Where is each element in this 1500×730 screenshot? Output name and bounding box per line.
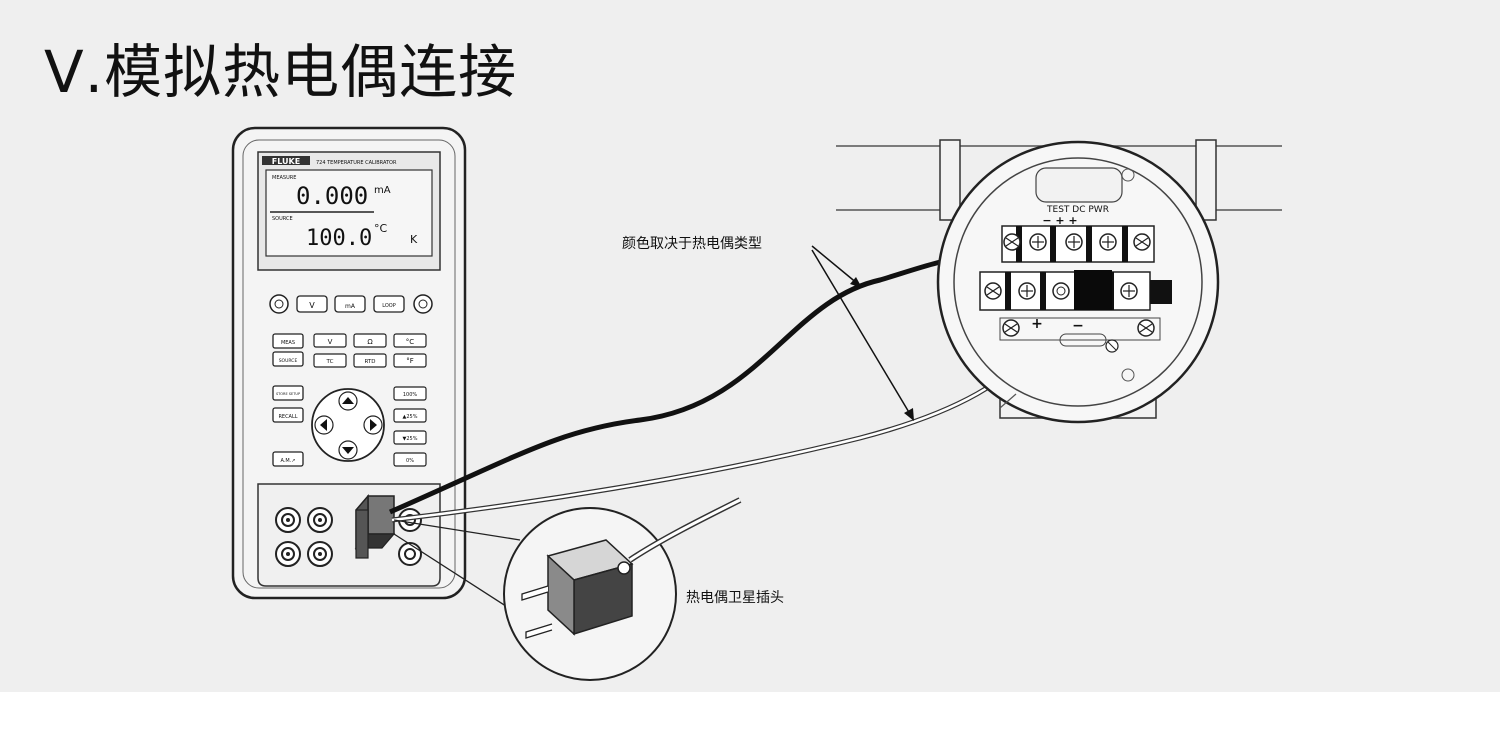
svg-text:V: V [328,338,333,346]
key-down-25[interactable]: ▼25% [393,430,427,445]
svg-text:A.M.↗: A.M.↗ [280,458,295,464]
unit-top: mA [374,185,391,196]
brand-label: FLUKE [272,157,300,166]
svg-text:STORE SETUP: STORE SETUP [276,392,300,396]
svg-text:TC: TC [326,359,334,365]
unit-k: K [410,233,418,246]
key-v-measure[interactable]: V [313,333,347,348]
wire-color-note: 颜色取决于热电偶类型 [622,235,762,252]
key-ohm[interactable]: Ω [353,333,387,348]
svg-text:MEAS: MEAS [281,340,295,346]
key-meas[interactable]: MEAS [272,333,304,349]
svg-text:°F: °F [406,357,414,365]
terminal-screw-icon [1120,282,1138,300]
svg-text:Ω: Ω [367,338,373,346]
key-v[interactable]: V [296,295,328,313]
terminal-label: TEST DC PWR [1046,205,1109,215]
backlight-button[interactable] [413,294,433,314]
terminal-screw-icon [1065,233,1083,251]
unit-bottom: °C [374,222,388,235]
terminal-screw-icon [1133,233,1151,251]
wiring-diagram: FLUKE 724 TEMPERATURE CALIBRATOR MEASURE… [231,126,1282,681]
svg-text:0%: 0% [406,458,414,464]
power-button[interactable] [269,294,289,314]
input-jacks [275,507,422,567]
plus-label: + [1031,316,1043,332]
arrow-right-icon[interactable] [370,419,377,431]
plug-detail-callout [393,497,742,681]
model-label: 724 TEMPERATURE CALIBRATOR [316,160,397,166]
polarity-label-top: − + + [1042,214,1077,227]
key-100-percent[interactable]: 100% [393,386,427,401]
measure-label: MEASURE [272,175,296,181]
terminal-screw-icon [984,282,1002,300]
source-label: SOURCE [272,216,293,222]
key-0-percent[interactable]: 0% [393,452,427,467]
upper-terminal-strip [1001,225,1155,263]
key-store-setup[interactable]: STORE SETUP [272,385,304,401]
svg-text:RECALL: RECALL [278,414,297,420]
key-rtd[interactable]: RTD [353,353,387,368]
key-up-25[interactable]: ▲25% [393,408,427,423]
arrow-down-icon[interactable] [342,447,354,454]
terminal-screw-icon [1052,282,1070,300]
key-degc[interactable]: °C [393,333,427,348]
svg-text:mA: mA [345,303,356,310]
terminal-screw-icon [1029,233,1047,251]
svg-text:°C: °C [406,338,415,346]
annotation-arrows [811,245,914,421]
key-degf[interactable]: °F [393,353,427,368]
reading-bottom: 100.0 [306,226,372,251]
key-tc[interactable]: TC [313,353,347,368]
black-wire [388,254,1033,515]
svg-text:V: V [309,301,315,310]
temperature-calibrator: FLUKE 724 TEMPERATURE CALIBRATOR MEASURE… [231,126,467,600]
terminal-screw-icon [1018,282,1036,300]
mounting-plate [999,317,1161,353]
plug-note: 热电偶卫星插头 [686,590,784,606]
key-auto[interactable]: A.M.↗ [272,451,304,467]
reading-top: 0.000 [296,182,368,210]
svg-text:▼25%: ▼25% [403,436,418,442]
lower-terminal-strip [979,270,1172,311]
sensor-block [1074,270,1112,310]
page-title: Ⅴ.模拟热电偶连接 [44,38,518,106]
arrow-keypad[interactable] [311,388,385,462]
minus-label: − [1072,318,1084,334]
thermocouple-plug-inserted [354,493,396,559]
diagram-background: Ⅴ.模拟热电偶连接 FLUKE 724 TEMPERATURE CALIBRAT… [0,0,1500,692]
key-recall[interactable]: RECALL [272,407,304,423]
key-source[interactable]: SOURCE [272,351,304,367]
key-loop[interactable]: LOOP [373,295,405,313]
terminal-screw-icon [1003,233,1021,251]
key-ma[interactable]: mA [334,295,366,313]
svg-text:▲25%: ▲25% [403,414,418,420]
svg-text:RTD: RTD [364,359,375,365]
arrow-left-icon[interactable] [320,419,327,431]
svg-text:SOURCE: SOURCE [279,358,298,364]
arrow-up-icon[interactable] [342,397,354,404]
svg-text:LOOP: LOOP [382,303,396,309]
svg-text:100%: 100% [403,392,418,398]
terminal-screw-icon [1099,233,1117,251]
